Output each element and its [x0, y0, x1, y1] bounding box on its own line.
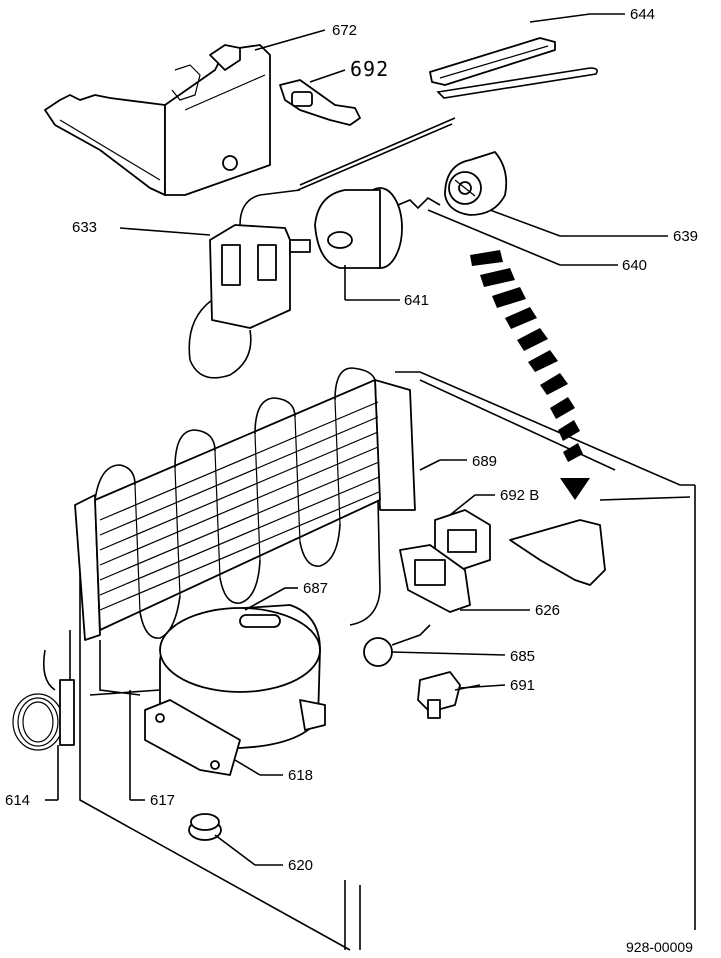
callout-689: 689 [472, 453, 497, 470]
part-639-knob [444, 151, 508, 216]
drawing-code: 928-00009 [626, 939, 693, 955]
part-614-capillary [12, 630, 75, 751]
callout-685: 685 [510, 648, 535, 665]
callout-692: 692 [350, 57, 389, 81]
assembly-arrow [470, 250, 590, 500]
part-691-switch [417, 671, 481, 719]
callout-614: 614 [5, 792, 30, 809]
part-672-bracket [44, 44, 271, 196]
callout-633: 633 [72, 219, 97, 236]
part-685-relay [363, 624, 431, 667]
callout-672: 672 [332, 22, 357, 39]
callout-618: 618 [288, 767, 313, 784]
cabinet-body [79, 371, 696, 951]
callout-691: 691 [510, 677, 535, 694]
leader-lines [45, 13, 668, 866]
callout-617: 617 [150, 792, 175, 809]
part-692b-holder [399, 509, 606, 613]
part-641-cap [314, 187, 403, 269]
callout-644: 644 [630, 6, 655, 23]
part-640-spring [397, 196, 441, 210]
part-633-thermostat [188, 189, 311, 379]
callout-687: 687 [303, 580, 328, 597]
part-689-condenser [74, 367, 416, 641]
part-692-clip [279, 79, 361, 126]
callout-labels: 672 692 644 633 639 640 641 689 692 B 68… [5, 6, 698, 955]
callout-620: 620 [288, 857, 313, 874]
part-644-rail [297, 37, 598, 191]
part-687-compressor [89, 604, 326, 776]
callout-626: 626 [535, 602, 560, 619]
callout-640: 640 [622, 257, 647, 274]
part-620-grommet [188, 813, 222, 841]
callout-641: 641 [404, 292, 429, 309]
callout-692b: 692 B [500, 487, 539, 504]
callout-639: 639 [673, 228, 698, 245]
